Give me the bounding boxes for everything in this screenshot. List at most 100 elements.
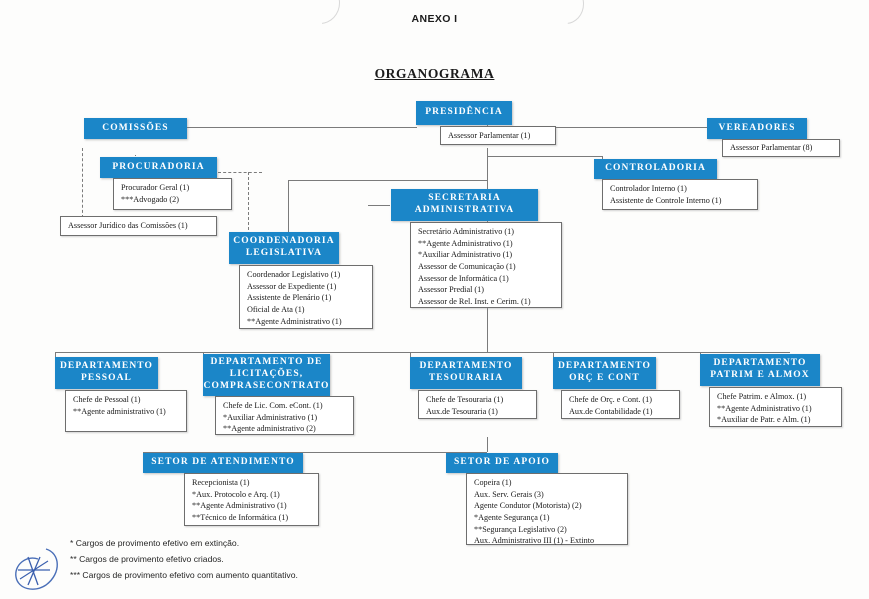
role-item: Procurador Geral (1) [121,183,190,192]
node-departamento-pessoal[interactable]: DEPARTAMENTO PESSOAL [55,357,158,389]
role-item: Chefe Patrim. e Almox. (1) [717,392,807,401]
node-controladoria-label: CONTROLADORIA [605,163,706,174]
role-item: Assessor de Rel. Inst. e Cerim. (1) [418,296,531,306]
node-vereadores-label: VEREADORES [718,122,796,133]
role-item: **Técnico de Informática (1) [192,512,289,522]
role-item: Aux. Serv. Gerais (3) [474,489,544,499]
node-vereadores[interactable]: VEREADORES [707,118,807,139]
page-title: ORGANOGRAMA [374,66,495,81]
node-departamento-licitacoes-label: DEPARTAMENTO DE LICITAÇÕES, COMPRASECONT… [203,357,330,391]
connector-procuradoria-dashed-v [248,172,249,240]
role-item: Assessor de Expediente (1) [247,281,337,291]
connector-mid-bus [288,180,488,181]
connector-dep-pessoal-drop [55,352,56,358]
connector-setores-bus [143,452,487,453]
role-item: Chefe de Tesouraria (1) [426,395,504,404]
role-item: Aux.de Tesouraria (1) [426,406,498,416]
connector-procuradoria-dashed-h [218,172,262,173]
role-item: Assessor Jurídico das Comissões (1) [68,221,188,231]
node-secretaria-administrativa-label: SECRETARIA ADMINISTRATIVA [414,193,515,215]
roles-setor-apoio: Copeira (1) Aux. Serv. Gerais (3) Agente… [466,473,628,545]
role-item: Chefe de Pessoal (1) [73,395,141,404]
role-item: *Aux. Protocolo e Arq. (1) [192,489,280,499]
node-procuradoria-label: PROCURADORIA [112,161,205,172]
node-departamento-orc-cont[interactable]: DEPARTAMENTO ORÇ E CONT [553,357,656,389]
role-item: Copeira (1) [474,478,512,487]
role-item: **Agente Administrativo (1) [418,238,513,248]
roles-departamento-licitacoes: Chefe de Lic. Com. eCont. (1) *Auxiliar … [215,396,354,435]
roles-departamento-orc-cont: Chefe de Orç. e Cont. (1) Aux.de Contabi… [561,390,680,419]
legend: * Cargos de provimento efetivo em extinç… [70,536,298,584]
node-coordenadoria-legislativa-label: COORDENADORIA LEGISLATIVA [233,236,335,258]
role-item: **Segurança Legislativo (2) [474,524,567,534]
node-secretaria-administrativa[interactable]: SECRETARIA ADMINISTRATIVA [391,189,538,221]
signature-mark [15,548,58,590]
legend-item: *** Cargos de provimento efetivo com aum… [70,569,298,580]
roles-presidencia: Assessor Parlamentar (1) [440,126,556,145]
role-item: **Agente Administrativo (1) [717,403,812,413]
node-departamento-licitacoes[interactable]: DEPARTAMENTO DE LICITAÇÕES, COMPRASECONT… [203,354,330,396]
connector-presidencia-to-vereadores [556,127,722,128]
roles-departamento-pessoal: Chefe de Pessoal (1) **Agente administra… [65,390,187,432]
roles-departamento-tesouraria: Chefe de Tesouraria (1) Aux.de Tesourari… [418,390,537,419]
legend-item: ** Cargos de provimento efetivo criados. [70,553,224,564]
connector-dep-orc-drop [553,352,554,358]
role-item: Assessor Predial (1) [418,285,484,295]
roles-vereadores: Assessor Parlamentar (8) [722,139,840,157]
role-item: *Auxiliar Administrativo (1) [223,412,318,422]
role-item: ***Advogado (2) [121,194,179,204]
role-item: Oficial de Ata (1) [247,304,305,314]
node-setor-apoio-label: SETOR DE APOIO [454,457,550,468]
connector-controladoria-h [487,156,602,157]
node-presidencia-label: PRESIDÊNCIA [425,107,503,118]
node-comissoes[interactable]: COMISSÕES [84,118,187,139]
role-item: **Agente Administrativo (1) [247,316,342,326]
role-item: Coordenador Legislativo (1) [247,270,341,279]
role-item: **Agente administrativo (1) [73,406,166,416]
role-item: *Auxiliar Administrativo (1) [418,250,513,260]
role-item: Chefe de Orç. e Cont. (1) [569,395,652,404]
role-item: Aux. Administrativo III (1) - Extinto [474,536,595,546]
role-item: Chefe de Lic. Com. eCont. (1) [223,401,323,410]
connector-setores-trunk [487,437,488,452]
node-departamento-patrim-almox-label: DEPARTAMENTO PATRIM E ALMOX [710,358,810,380]
roles-secretaria-administrativa: Secretário Administrativo (1) **Agente A… [410,222,562,308]
node-setor-atendimento[interactable]: SETOR DE ATENDIMENTO [143,453,303,473]
role-item: Controlador Interno (1) [610,184,687,193]
node-departamento-orc-cont-label: DEPARTAMENTO ORÇ E CONT [557,361,652,383]
role-item: Recepcionista (1) [192,478,250,487]
connector-presidencia-bus-top [186,127,417,128]
node-departamento-patrim-almox[interactable]: DEPARTAMENTO PATRIM E ALMOX [700,354,820,386]
legend-item: * Cargos de provimento efetivo em extinç… [70,538,240,548]
node-controladoria[interactable]: CONTROLADORIA [594,159,717,179]
connector-presidencia-trunk [487,148,488,192]
node-setor-apoio[interactable]: SETOR DE APOIO [446,453,558,473]
role-item: Assessor de Comunicação (1) [418,261,516,271]
connector-comissoes-dashed [82,148,83,218]
anexo-title: ANEXO I [411,13,458,25]
role-item: **Agente administrativo (2) [223,424,316,434]
node-comissoes-label: COMISSÕES [102,122,169,133]
node-procuradoria[interactable]: PROCURADORIA [100,157,217,178]
node-departamento-pessoal-label: DEPARTAMENTO PESSOAL [59,361,154,383]
roles-setor-atendimento: Recepcionista (1) *Aux. Protocolo e Arq.… [184,473,319,526]
connector-coordenadoria-drop [288,180,289,233]
roles-coordenadoria-legislativa: Coordenador Legislativo (1) Assessor de … [239,265,373,329]
role-item: Assessor Parlamentar (1) [448,130,531,140]
roles-departamento-patrim-almox: Chefe Patrim. e Almox. (1) **Agente Admi… [709,387,842,427]
node-coordenadoria-legislativa[interactable]: COORDENADORIA LEGISLATIVA [229,232,339,264]
connector-comissoes-stub [82,148,83,149]
role-item: Assistente de Plenário (1) [247,293,332,303]
node-departamento-tesouraria[interactable]: DEPARTAMENTO TESOURARIA [410,357,522,389]
role-item: **Agente Administrativo (1) [192,501,287,511]
connector-departments-bus [55,352,790,353]
roles-controladoria: Controlador Interno (1) Assistente de Co… [602,179,758,210]
connector-secretaria-left [368,205,390,206]
role-item: Assistente de Controle Interno (1) [610,195,722,205]
node-presidencia[interactable]: PRESIDÊNCIA [416,101,512,125]
role-item: Assessor Parlamentar (8) [730,143,813,153]
role-item: Assessor de Informática (1) [418,273,509,283]
connector-dep-tesouraria-drop [410,352,411,358]
node-setor-atendimento-label: SETOR DE ATENDIMENTO [151,457,295,468]
